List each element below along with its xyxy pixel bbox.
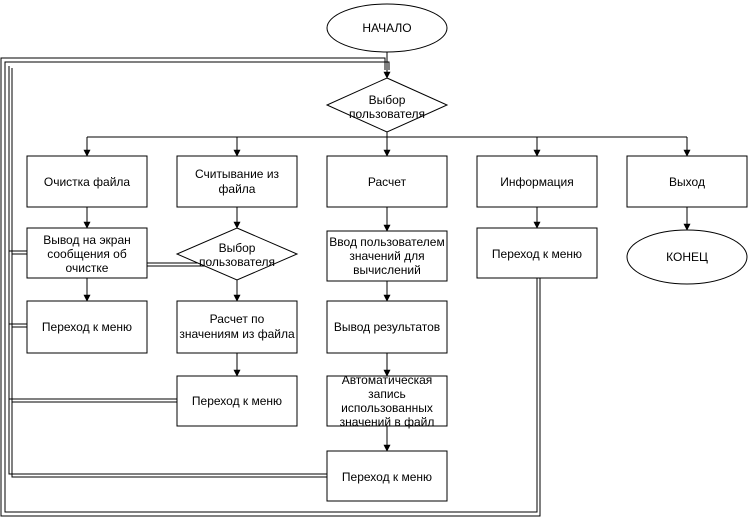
choice-label-line1: Выбор — [369, 93, 406, 107]
clear-message-line3: очистке — [66, 261, 109, 275]
end-label: КОНЕЦ — [666, 250, 708, 264]
menu-4-box: Переход к меню — [476, 227, 598, 279]
read-file-label-line1: Считывание из — [195, 167, 280, 181]
input-values-line1: Ввод пользователем — [329, 235, 444, 249]
input-values-box: Ввод пользователем значений для вычислен… — [326, 230, 448, 282]
return-from-menu3 — [8, 66, 327, 475]
clear-message-box: Вывод на экран сообщения об очистке — [26, 227, 148, 279]
calc-label: Расчет — [368, 175, 407, 189]
info-box: Информация — [476, 155, 598, 208]
menu-2-box: Переход к меню — [176, 375, 298, 427]
auto-save-box: Автоматическая запись использованных зна… — [326, 373, 448, 429]
choice-label-line2: пользователя — [349, 107, 425, 121]
end-node: КОНЕЦ — [626, 229, 748, 285]
calc-from-file-line2: значениям из файла — [179, 327, 295, 341]
clear-message-line2: сообщения об — [47, 247, 127, 261]
calc-from-file-line1: Расчет по — [210, 312, 265, 326]
menu-1-label: Переход к меню — [42, 320, 132, 334]
menu-1-box: Переход к меню — [26, 300, 148, 354]
info-label: Информация — [500, 175, 573, 189]
input-values-line3: вычислений — [353, 263, 421, 277]
auto-save-line3: использованных — [341, 401, 433, 415]
start-node: НАЧАЛО — [326, 3, 448, 53]
output-results-label: Вывод результатов — [334, 320, 440, 334]
clear-file-box: Очистка файла — [26, 155, 148, 208]
exit-box: Выход — [626, 155, 748, 208]
exit-label: Выход — [669, 175, 705, 189]
menu-3-label: Переход к меню — [342, 470, 432, 484]
connectors — [0, 52, 691, 517]
read-choice-label-line1: Выбор — [219, 241, 256, 255]
clear-file-label: Очистка файла — [44, 175, 131, 189]
input-values-line2: значений для — [349, 249, 424, 263]
read-file-label-line2: файла — [219, 182, 256, 196]
read-file-box: Считывание из файла — [176, 155, 298, 208]
choice-decision: Выбор пользователя — [325, 77, 449, 133]
auto-save-line4: значений в файл — [340, 415, 435, 429]
menu-4-label: Переход к меню — [492, 247, 582, 261]
return-inner — [4, 61, 538, 513]
output-results-box: Вывод результатов — [326, 300, 448, 354]
calc-from-file-box: Расчет по значениям из файла — [176, 300, 298, 354]
return-from-menu3-b — [11, 68, 327, 478]
return-outer — [0, 57, 541, 517]
clear-message-line1: Вывод на экран — [43, 233, 131, 247]
read-choice-label-line2: пользователя — [199, 255, 275, 269]
auto-save-line1: Автоматическая — [342, 373, 433, 387]
read-choice-decision: Выбор пользователя — [175, 227, 299, 281]
menu-2-label: Переход к меню — [192, 394, 282, 408]
menu-3-box: Переход к меню — [326, 450, 448, 502]
auto-save-line2: запись — [368, 387, 406, 401]
calc-box: Расчет — [326, 155, 448, 208]
start-label: НАЧАЛО — [362, 21, 411, 35]
